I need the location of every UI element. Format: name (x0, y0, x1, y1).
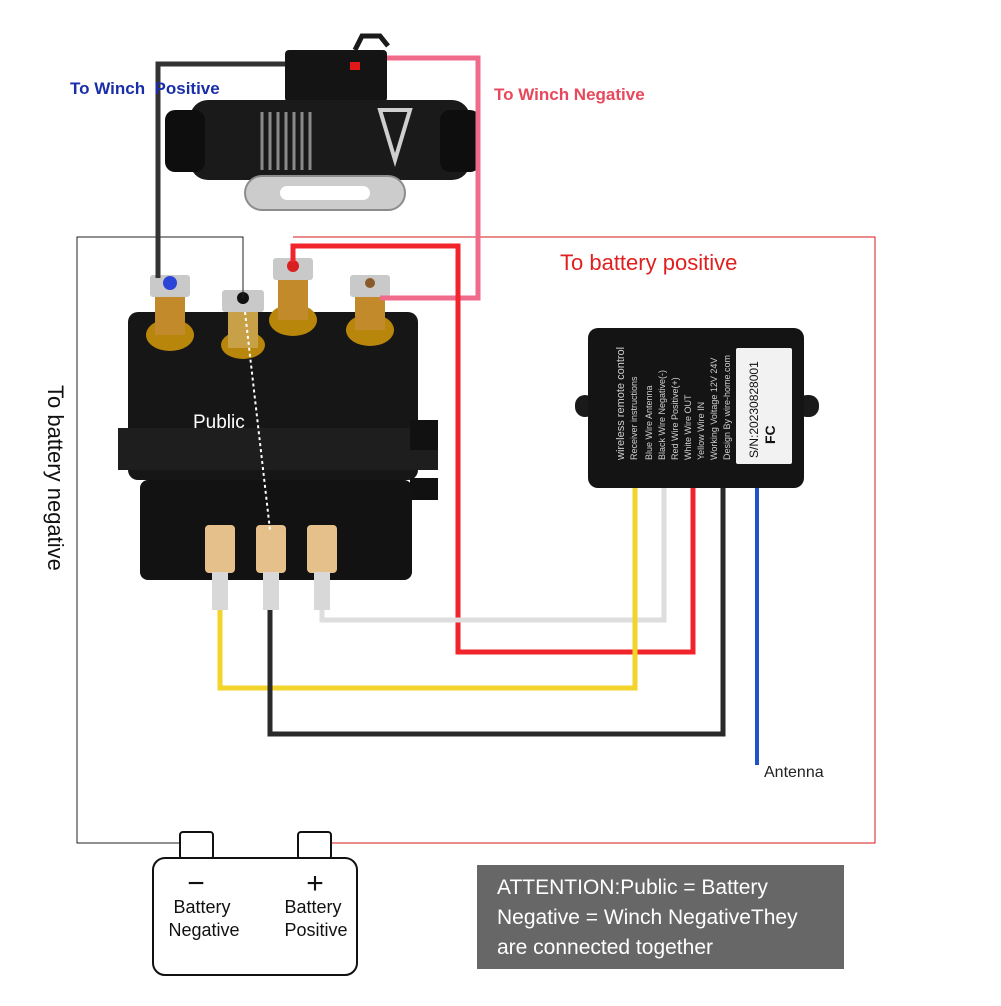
wire-battery-positive (293, 236, 876, 844)
wire-red-feed (290, 243, 696, 655)
receiver-line: White Wire OUT (683, 394, 693, 460)
receiver-line: Working Voltage 12V 24V (709, 358, 719, 460)
receiver-fc-mark: FC (762, 425, 778, 444)
battery-positive-label-1: Battery (284, 897, 341, 917)
receiver-header-2: Receiver instructions (629, 376, 639, 460)
wire-battery-negative (76, 236, 244, 844)
label-public: Public (193, 412, 245, 433)
receiver-serial: S/N:20230828001 (747, 361, 761, 458)
winch-illustration (165, 33, 480, 211)
public-link-dotted (244, 311, 271, 531)
receiver-line: Yellow Wire IN (696, 402, 706, 460)
solenoid-contactor (118, 258, 438, 610)
label-battery-negative: To battery negative (43, 385, 68, 571)
label-battery-positive: To battery positive (560, 250, 737, 275)
battery-negative-label-1: Battery (173, 897, 230, 917)
wire-yellow (217, 488, 638, 691)
receiver-label-text: wireless remote control Receiver instruc… (615, 347, 732, 461)
receiver-line: Black Wire Negative(-) (657, 370, 667, 460)
wire-winch-negative (380, 55, 481, 301)
battery-negative-label-2: Negative (168, 920, 239, 940)
wireless-receiver (575, 328, 819, 488)
receiver-line: Design By wire-home.com (722, 355, 732, 460)
battery-minus-symbol: − (187, 867, 205, 900)
receiver-line: Blue Wire Antenna (644, 385, 654, 460)
battery-positive-label-2: Positive (284, 920, 347, 940)
receiver-line: Red Wire Positive(+) (670, 377, 680, 460)
receiver-header-1: wireless remote control (615, 347, 627, 461)
attention-note: ATTENTION:Public = Battery Negative = Wi… (477, 865, 844, 969)
label-antenna: Antenna (764, 764, 824, 781)
battery-plus-symbol: + (306, 867, 324, 900)
label-winch-positive: To Winch Positive (70, 79, 220, 98)
wire-winch-positive (155, 61, 285, 278)
label-winch-negative: To Winch Negative (494, 85, 645, 104)
battery (152, 831, 358, 976)
wire-white (319, 488, 667, 623)
wire-black (267, 488, 726, 737)
